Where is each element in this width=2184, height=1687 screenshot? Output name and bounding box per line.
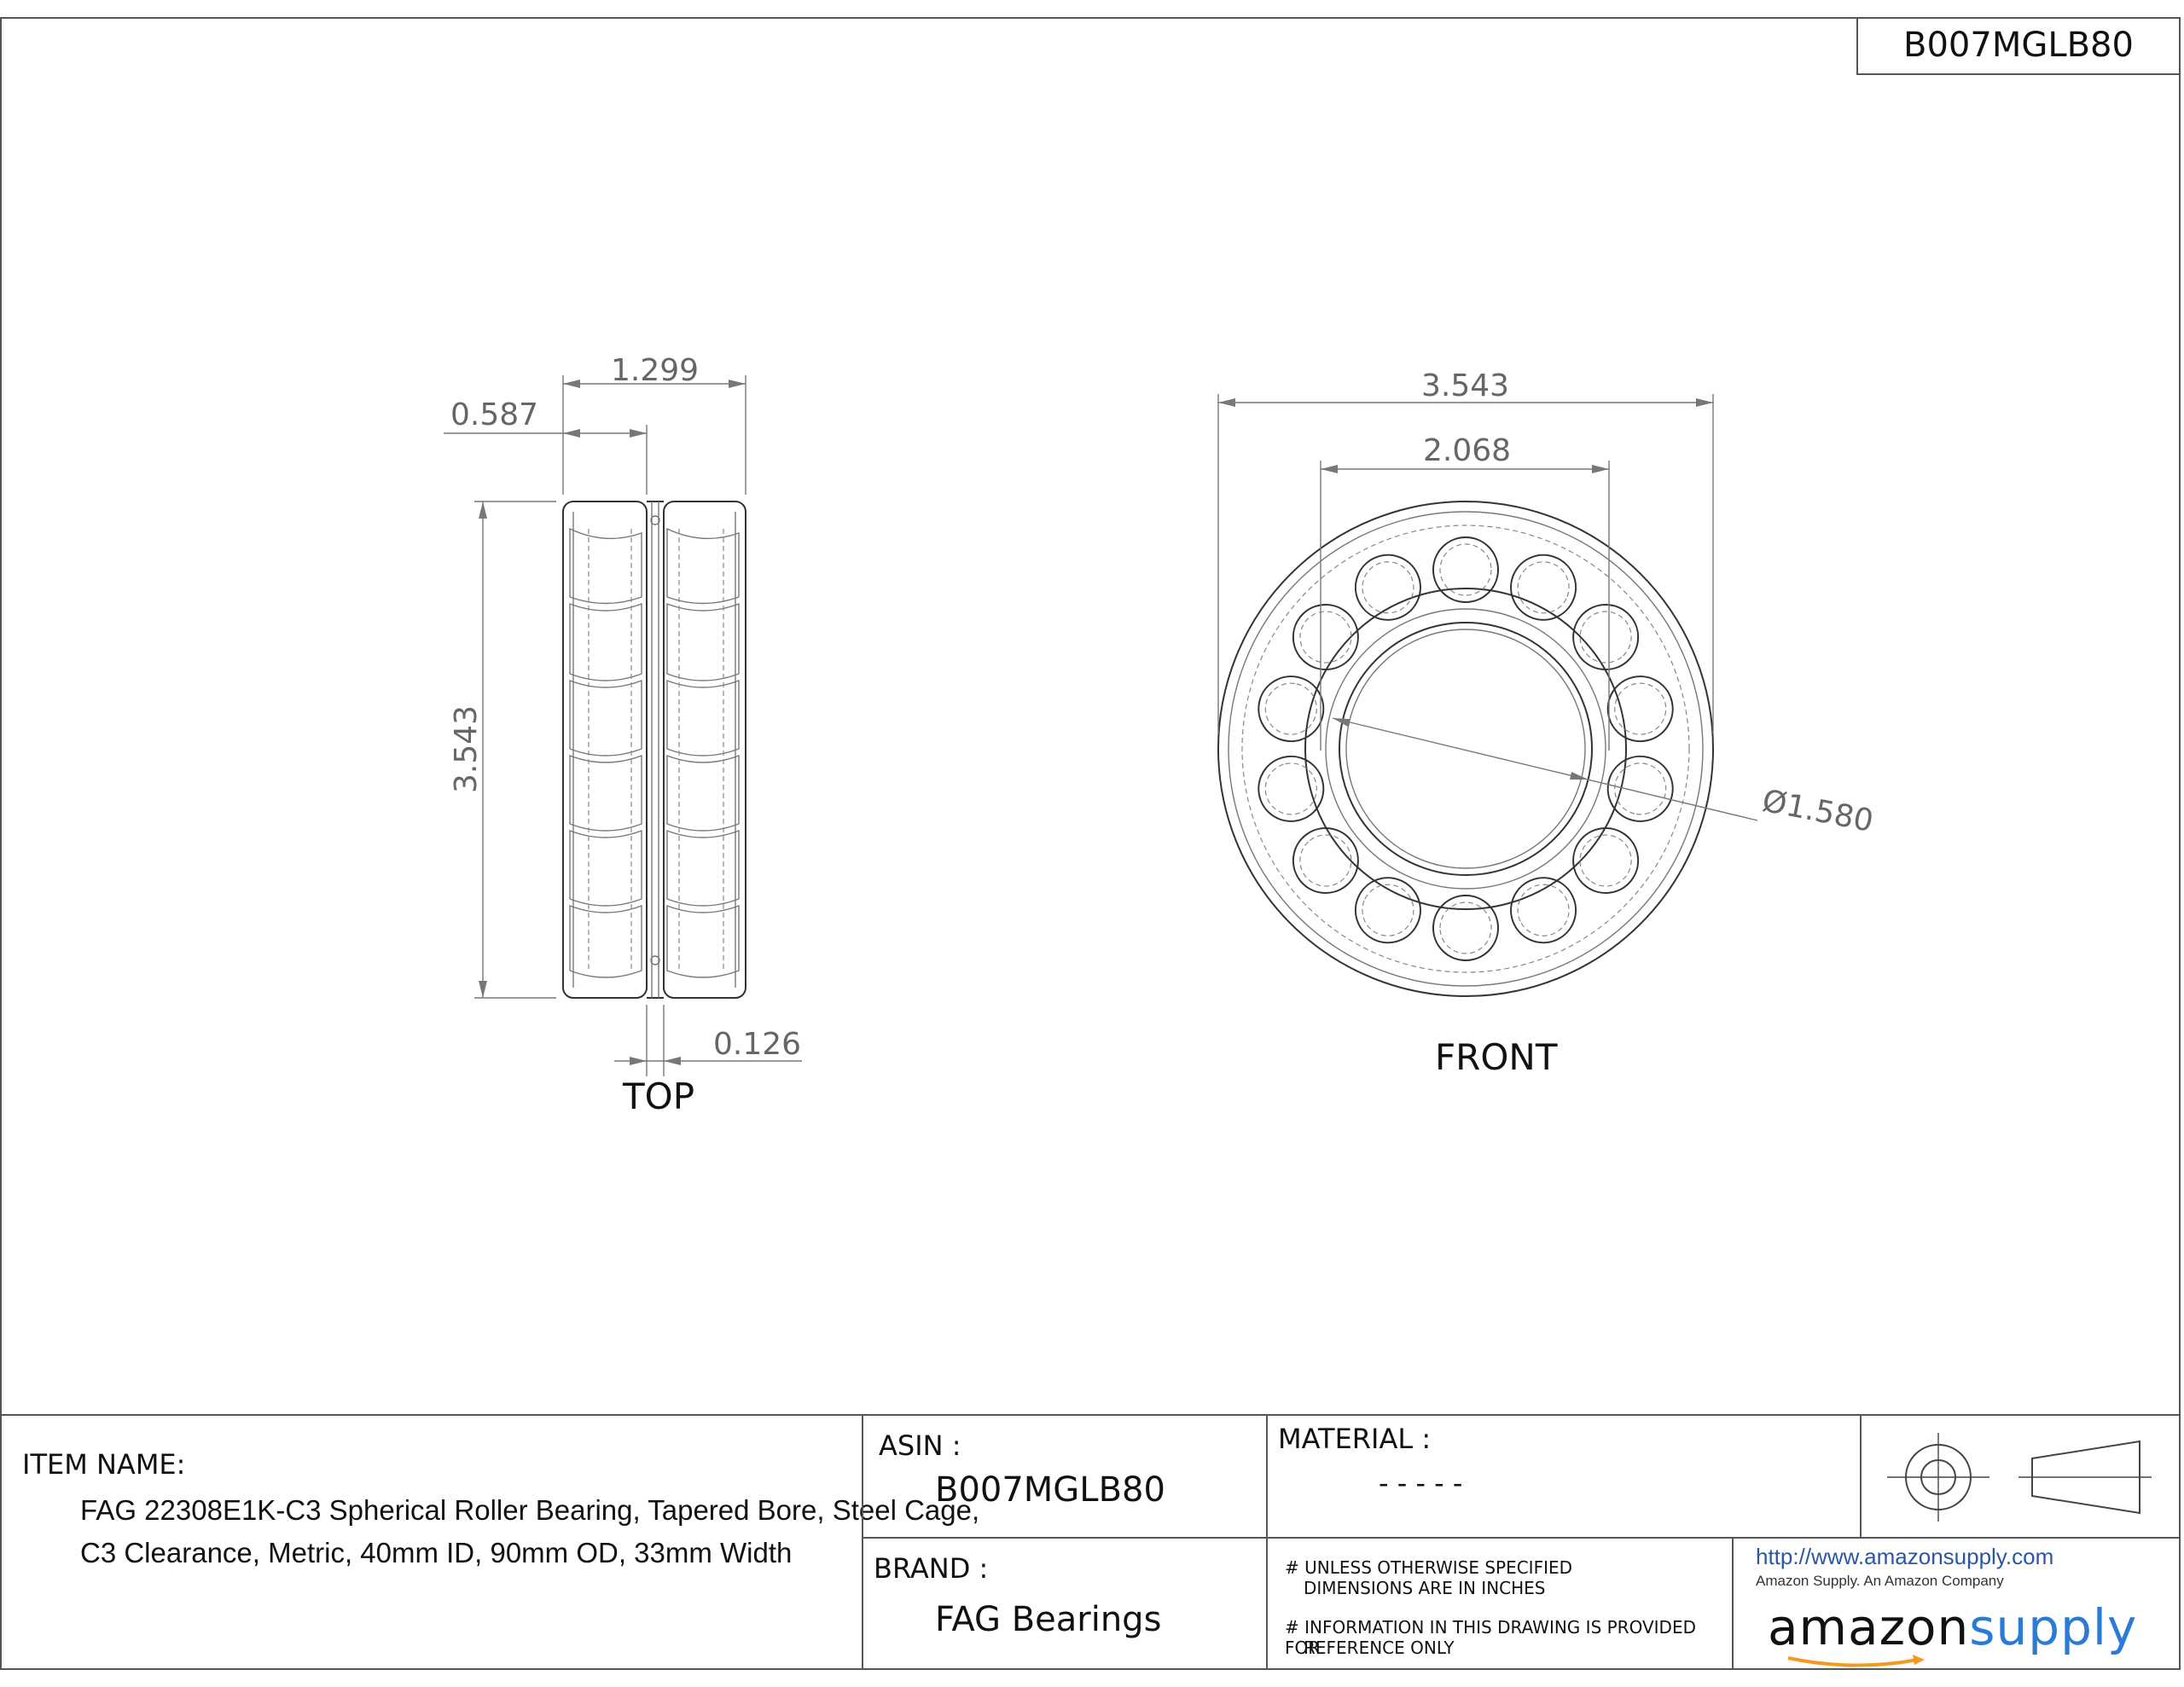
logo-amazon-text: amazon — [1768, 1598, 1970, 1656]
asin-cell: ASIN : B007MGLB80 — [862, 1414, 1268, 1539]
part-number-tag: B007MGLB80 — [1856, 17, 2181, 75]
top-view-right-race — [663, 501, 746, 999]
company-url-link[interactable]: http://www.amazonsupply.com — [1756, 1544, 2054, 1569]
company-tagline: Amazon Supply. An Amazon Company — [1756, 1573, 2004, 1589]
dim-top-width: 1.299 — [611, 353, 699, 388]
item-name-label: ITEM NAME: — [22, 1448, 186, 1481]
brand-cell: BRAND : FAG Bearings — [862, 1537, 1268, 1670]
notes-cell: # UNLESS OTHERWISE SPECIFIED DIMENSIONS … — [1266, 1537, 1734, 1670]
material-label: MATERIAL : — [1278, 1423, 1432, 1455]
note-reference-line2: REFERENCE ONLY — [1304, 1638, 1455, 1658]
front-bore — [1339, 622, 1593, 876]
top-view-left-race — [562, 501, 648, 999]
asin-label: ASIN : — [879, 1429, 961, 1462]
dim-top-half-width: 0.587 — [450, 397, 538, 432]
company-cell: http://www.amazonsupply.com Amazon Suppl… — [1732, 1537, 2181, 1670]
projection-symbol-cell — [1860, 1414, 2181, 1539]
material-value: - - - - - — [1379, 1467, 1463, 1499]
item-name-line1: FAG 22308E1K-C3 Spherical Roller Bearing… — [80, 1494, 980, 1526]
brand-label: BRAND : — [874, 1552, 989, 1585]
dim-front-outer: 3.543 — [1421, 368, 1509, 403]
technical-drawing: 1.299 0.587 3.543 0.126 TOP — [444, 353, 1876, 1117]
item-name-line2: C3 Clearance, Metric, 40mm ID, 90mm OD, … — [80, 1537, 793, 1568]
front-view-label: FRONT — [1435, 1036, 1558, 1078]
asin-value: B007MGLB80 — [935, 1470, 1165, 1510]
note-units-line1: # UNLESS OTHERWISE SPECIFIED — [1285, 1557, 1573, 1578]
front-outer-ring — [1217, 501, 1714, 997]
front-view-rollers — [1258, 536, 1674, 961]
dim-top-gap: 0.126 — [713, 1027, 801, 1062]
material-cell: MATERIAL : - - - - - — [1266, 1414, 1862, 1539]
title-block: ITEM NAME: FAG 22308E1K-C3 Spherical Rol… — [0, 1414, 2181, 1670]
top-view-label: TOP — [622, 1075, 694, 1117]
brand-value: FAG Bearings — [935, 1600, 1162, 1639]
front-view: 3.543 2.068 Ø1.580 FRONT — [1217, 368, 1876, 1078]
top-view-rollers — [569, 515, 740, 978]
amazonsupply-logo: amazonsupply — [1768, 1598, 2137, 1656]
note-units-line2: DIMENSIONS ARE IN INCHES — [1304, 1578, 1546, 1598]
item-name-cell: ITEM NAME: FAG 22308E1K-C3 Spherical Rol… — [0, 1414, 979, 1670]
dim-top-height: 3.543 — [449, 705, 484, 793]
front-inner-ring — [1304, 588, 1627, 910]
dim-front-pitch: 2.068 — [1423, 433, 1511, 468]
smile-arrow-icon — [1787, 1655, 1925, 1667]
dim-front-bore: Ø1.580 — [1759, 784, 1876, 839]
logo-supply-text: supply — [1969, 1598, 2138, 1656]
third-angle-projection-icon — [1887, 1433, 2152, 1522]
note-reference-line1: # INFORMATION IN THIS DRAWING IS PROVIDE… — [1285, 1617, 1696, 1658]
top-view: 1.299 0.587 3.543 0.126 TOP — [444, 353, 802, 1117]
